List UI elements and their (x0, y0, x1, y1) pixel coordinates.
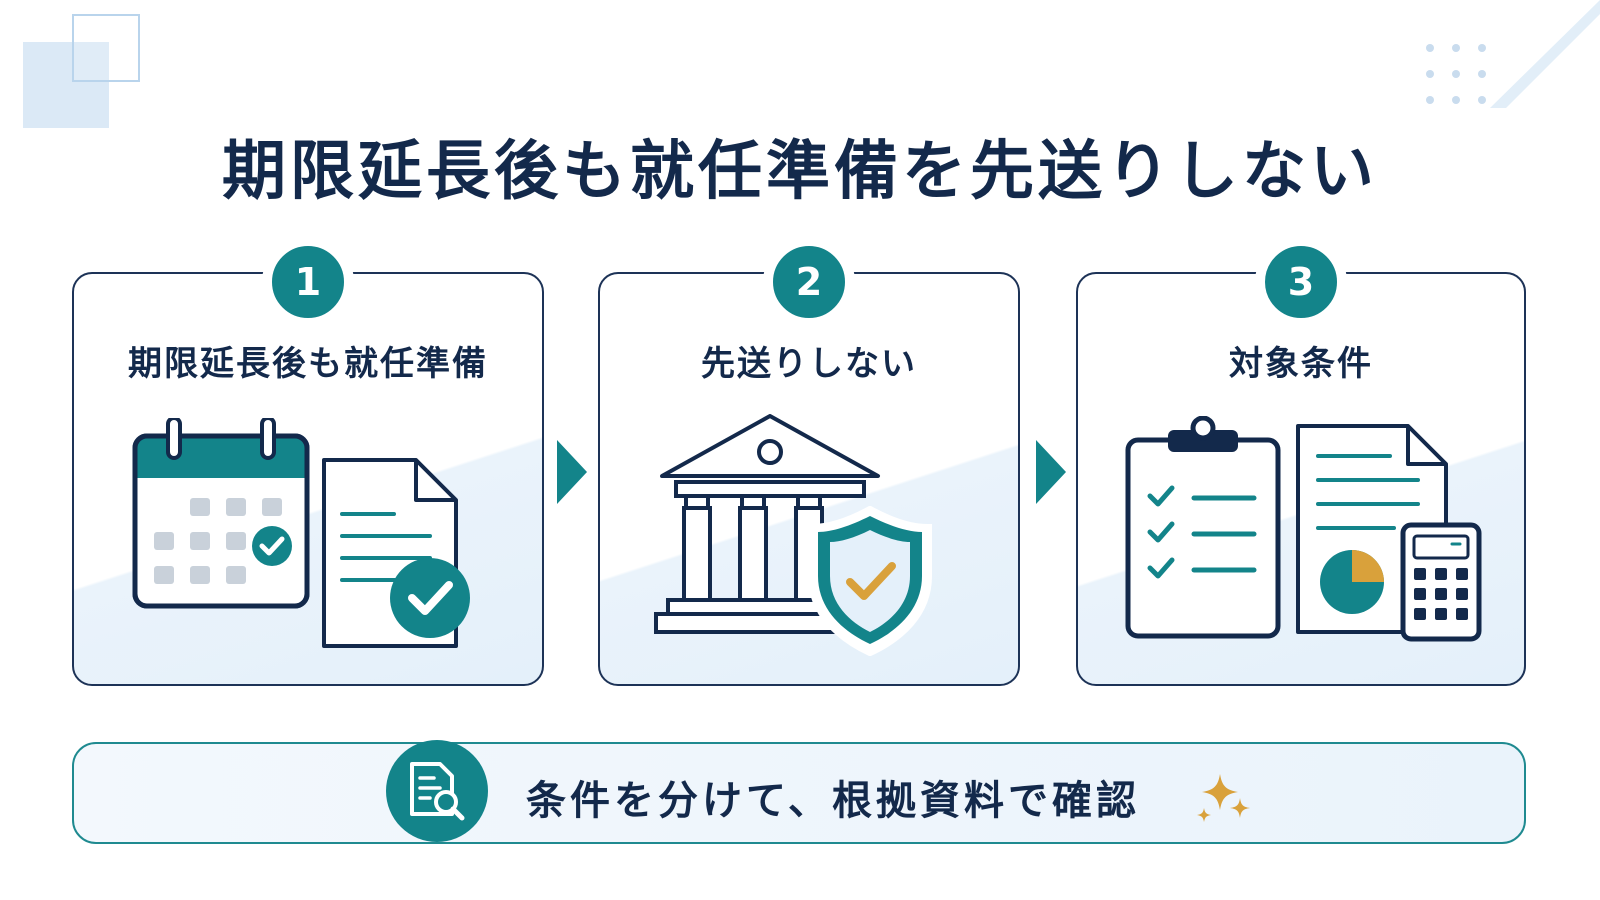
chevron-right-icon (1036, 440, 1066, 504)
shield-check-icon (808, 506, 932, 656)
decor-square-outline (72, 14, 140, 82)
step-title: 先送りしない (701, 344, 917, 384)
sparkle-icon (1197, 774, 1250, 822)
step-card-2: 2 先送りしない (598, 236, 1020, 686)
step-number-badge: 1 (262, 236, 354, 328)
summary-banner: 条件を分けて、根拠資料で確認 (72, 740, 1526, 844)
document-check-icon (322, 458, 470, 648)
step-card-1: 1 期限延長後も就任準備 (72, 236, 544, 686)
chevron-right-icon (557, 440, 587, 504)
step-number-badge: 3 (1255, 236, 1347, 328)
decor-dot-grid (1426, 44, 1486, 104)
calculator-icon (1400, 522, 1482, 642)
step-title: 対象条件 (1229, 344, 1373, 384)
step-card-3: 3 対象条件 (1076, 236, 1526, 686)
pie-chart-icon (1320, 550, 1384, 614)
page-title: 期限延長後も就任準備を先送りしない (222, 135, 1378, 209)
step-title: 期限延長後も就任準備 (128, 344, 488, 384)
calendar-icon (132, 418, 310, 609)
document-search-icon (386, 740, 488, 842)
summary-text: 条件を分けて、根拠資料で確認 (526, 778, 1140, 824)
step-number-badge: 2 (763, 236, 855, 328)
decor-corner-stripe (1490, 0, 1600, 108)
decor-square-filled (23, 42, 109, 128)
clipboard-checklist-icon (1125, 416, 1281, 639)
